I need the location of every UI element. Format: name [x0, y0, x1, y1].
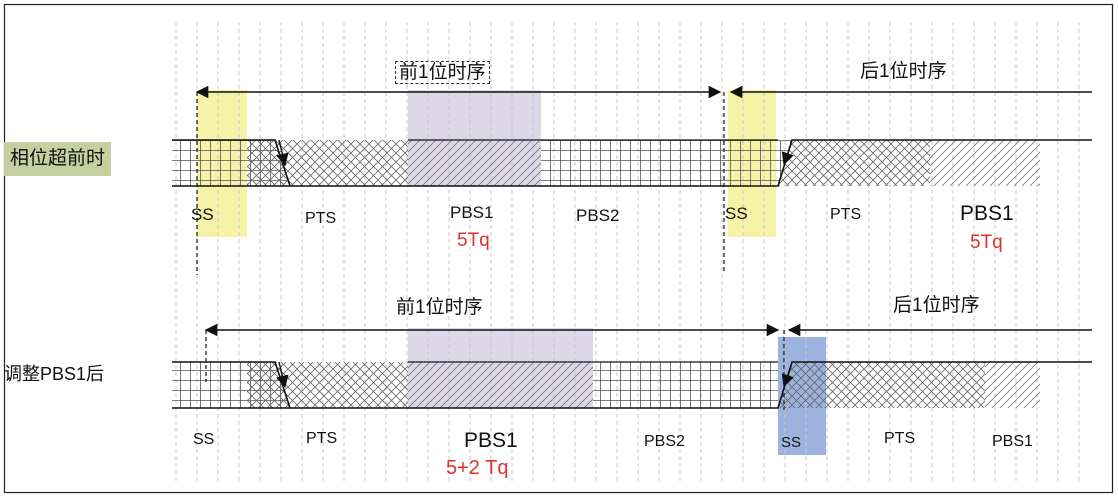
- ss-transition: [247, 140, 290, 186]
- next-pts-label: PTS: [830, 206, 862, 223]
- pts-band: [275, 140, 408, 186]
- title-next-bit-2: 后1位时序: [893, 295, 980, 316]
- edge-arrow-2: [276, 361, 289, 389]
- next-pbs1-tq-label: 5Tq: [970, 232, 1003, 253]
- next-pbs1-band-2: [985, 362, 1040, 408]
- segment-ss-label: SS: [191, 205, 214, 224]
- row-label-phase-advance: 相位超前时: [4, 142, 112, 176]
- segment-pbs1-label-2: PBS1: [464, 429, 518, 452]
- next-pts-band: [778, 140, 930, 186]
- ss-transition-2: [247, 362, 290, 408]
- diagram-border: [3, 3, 1114, 494]
- signal-line-1: [172, 139, 1092, 187]
- segment-pts-label: PTS: [305, 210, 337, 227]
- next-pts-band-2: [778, 362, 985, 408]
- pbs1-band-2: [408, 362, 593, 408]
- next-ss-label-2: SS: [781, 434, 802, 451]
- signal-line-2: [172, 361, 1092, 409]
- pbs1-band: [408, 140, 541, 186]
- next-edge-arrow: [781, 143, 794, 166]
- title-next-bit: 后1位时序: [860, 61, 947, 82]
- segment-pts-label-2: PTS: [306, 430, 338, 447]
- title-previous-bit: 前1位时序: [395, 61, 490, 84]
- segment-pbs2-label: PBS2: [576, 206, 620, 225]
- next-pts-label-2: PTS: [884, 430, 916, 447]
- row-label-after-adjust: 调整PBS1后: [4, 364, 105, 384]
- next-pbs1-band: [930, 140, 1040, 186]
- next-edge-arrow-2: [781, 365, 794, 388]
- title-previous-bit-2: 前1位时序: [396, 297, 483, 318]
- segment-pbs1-tq-label: 5Tq: [457, 230, 490, 251]
- edge-arrow: [276, 139, 289, 167]
- segment-pbs1-label: PBS1: [450, 203, 494, 222]
- next-pbs1-label: PBS1: [960, 202, 1014, 225]
- segment-pbs2-label-2: PBS2: [644, 433, 685, 450]
- pts-band-2: [275, 362, 408, 408]
- next-pbs1-label-2: PBS1: [992, 433, 1033, 450]
- pbs2-band-2: [593, 362, 778, 408]
- pbs2-band: [541, 140, 778, 186]
- segment-ss-label-2: SS: [193, 431, 215, 448]
- next-ss-label: SS: [725, 204, 748, 223]
- segment-pbs1-tq-label-2: 5+2 Tq: [446, 457, 509, 479]
